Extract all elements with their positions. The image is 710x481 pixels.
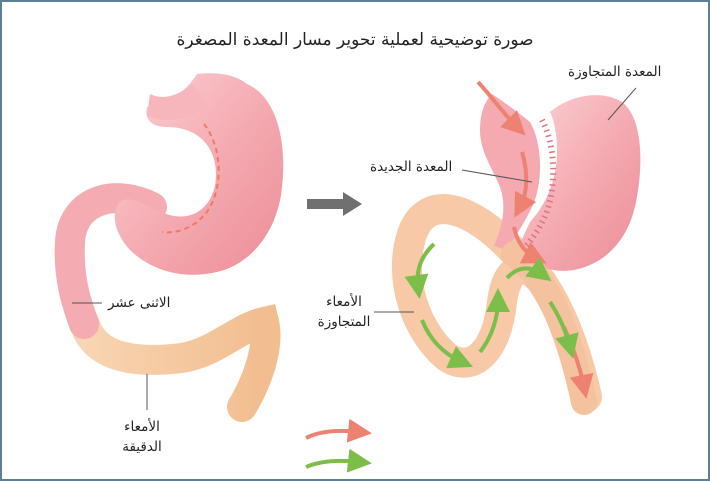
label-bypassed-stomach: المعدة المتجاوزة <box>568 62 661 82</box>
small-intestine <box>84 322 265 407</box>
bypass-diagram <box>374 82 640 402</box>
label-small-intestine-line1: الأمعاء <box>112 417 172 437</box>
common-channel <box>514 254 584 402</box>
normal-stomach-diagram <box>70 73 284 410</box>
label-small-intestine: الأمعاء الدقيقة <box>112 417 172 457</box>
transition-arrow <box>307 192 362 216</box>
label-small-intestine-line2: الدقيقة <box>112 437 172 457</box>
label-bypassed-intestine-line2: المتجاوزة <box>314 312 374 332</box>
legend-food-arrow <box>306 431 360 438</box>
legend-juice-arrow <box>306 461 360 467</box>
label-bypassed-intestine: الأمعاء المتجاوزة <box>314 292 374 332</box>
label-bypassed-intestine-line1: الأمعاء <box>314 292 374 312</box>
label-new-stomach: المعدة الجديدة <box>370 157 452 177</box>
legend <box>306 431 360 467</box>
label-duodenum: الاثنى عشر <box>108 293 170 313</box>
